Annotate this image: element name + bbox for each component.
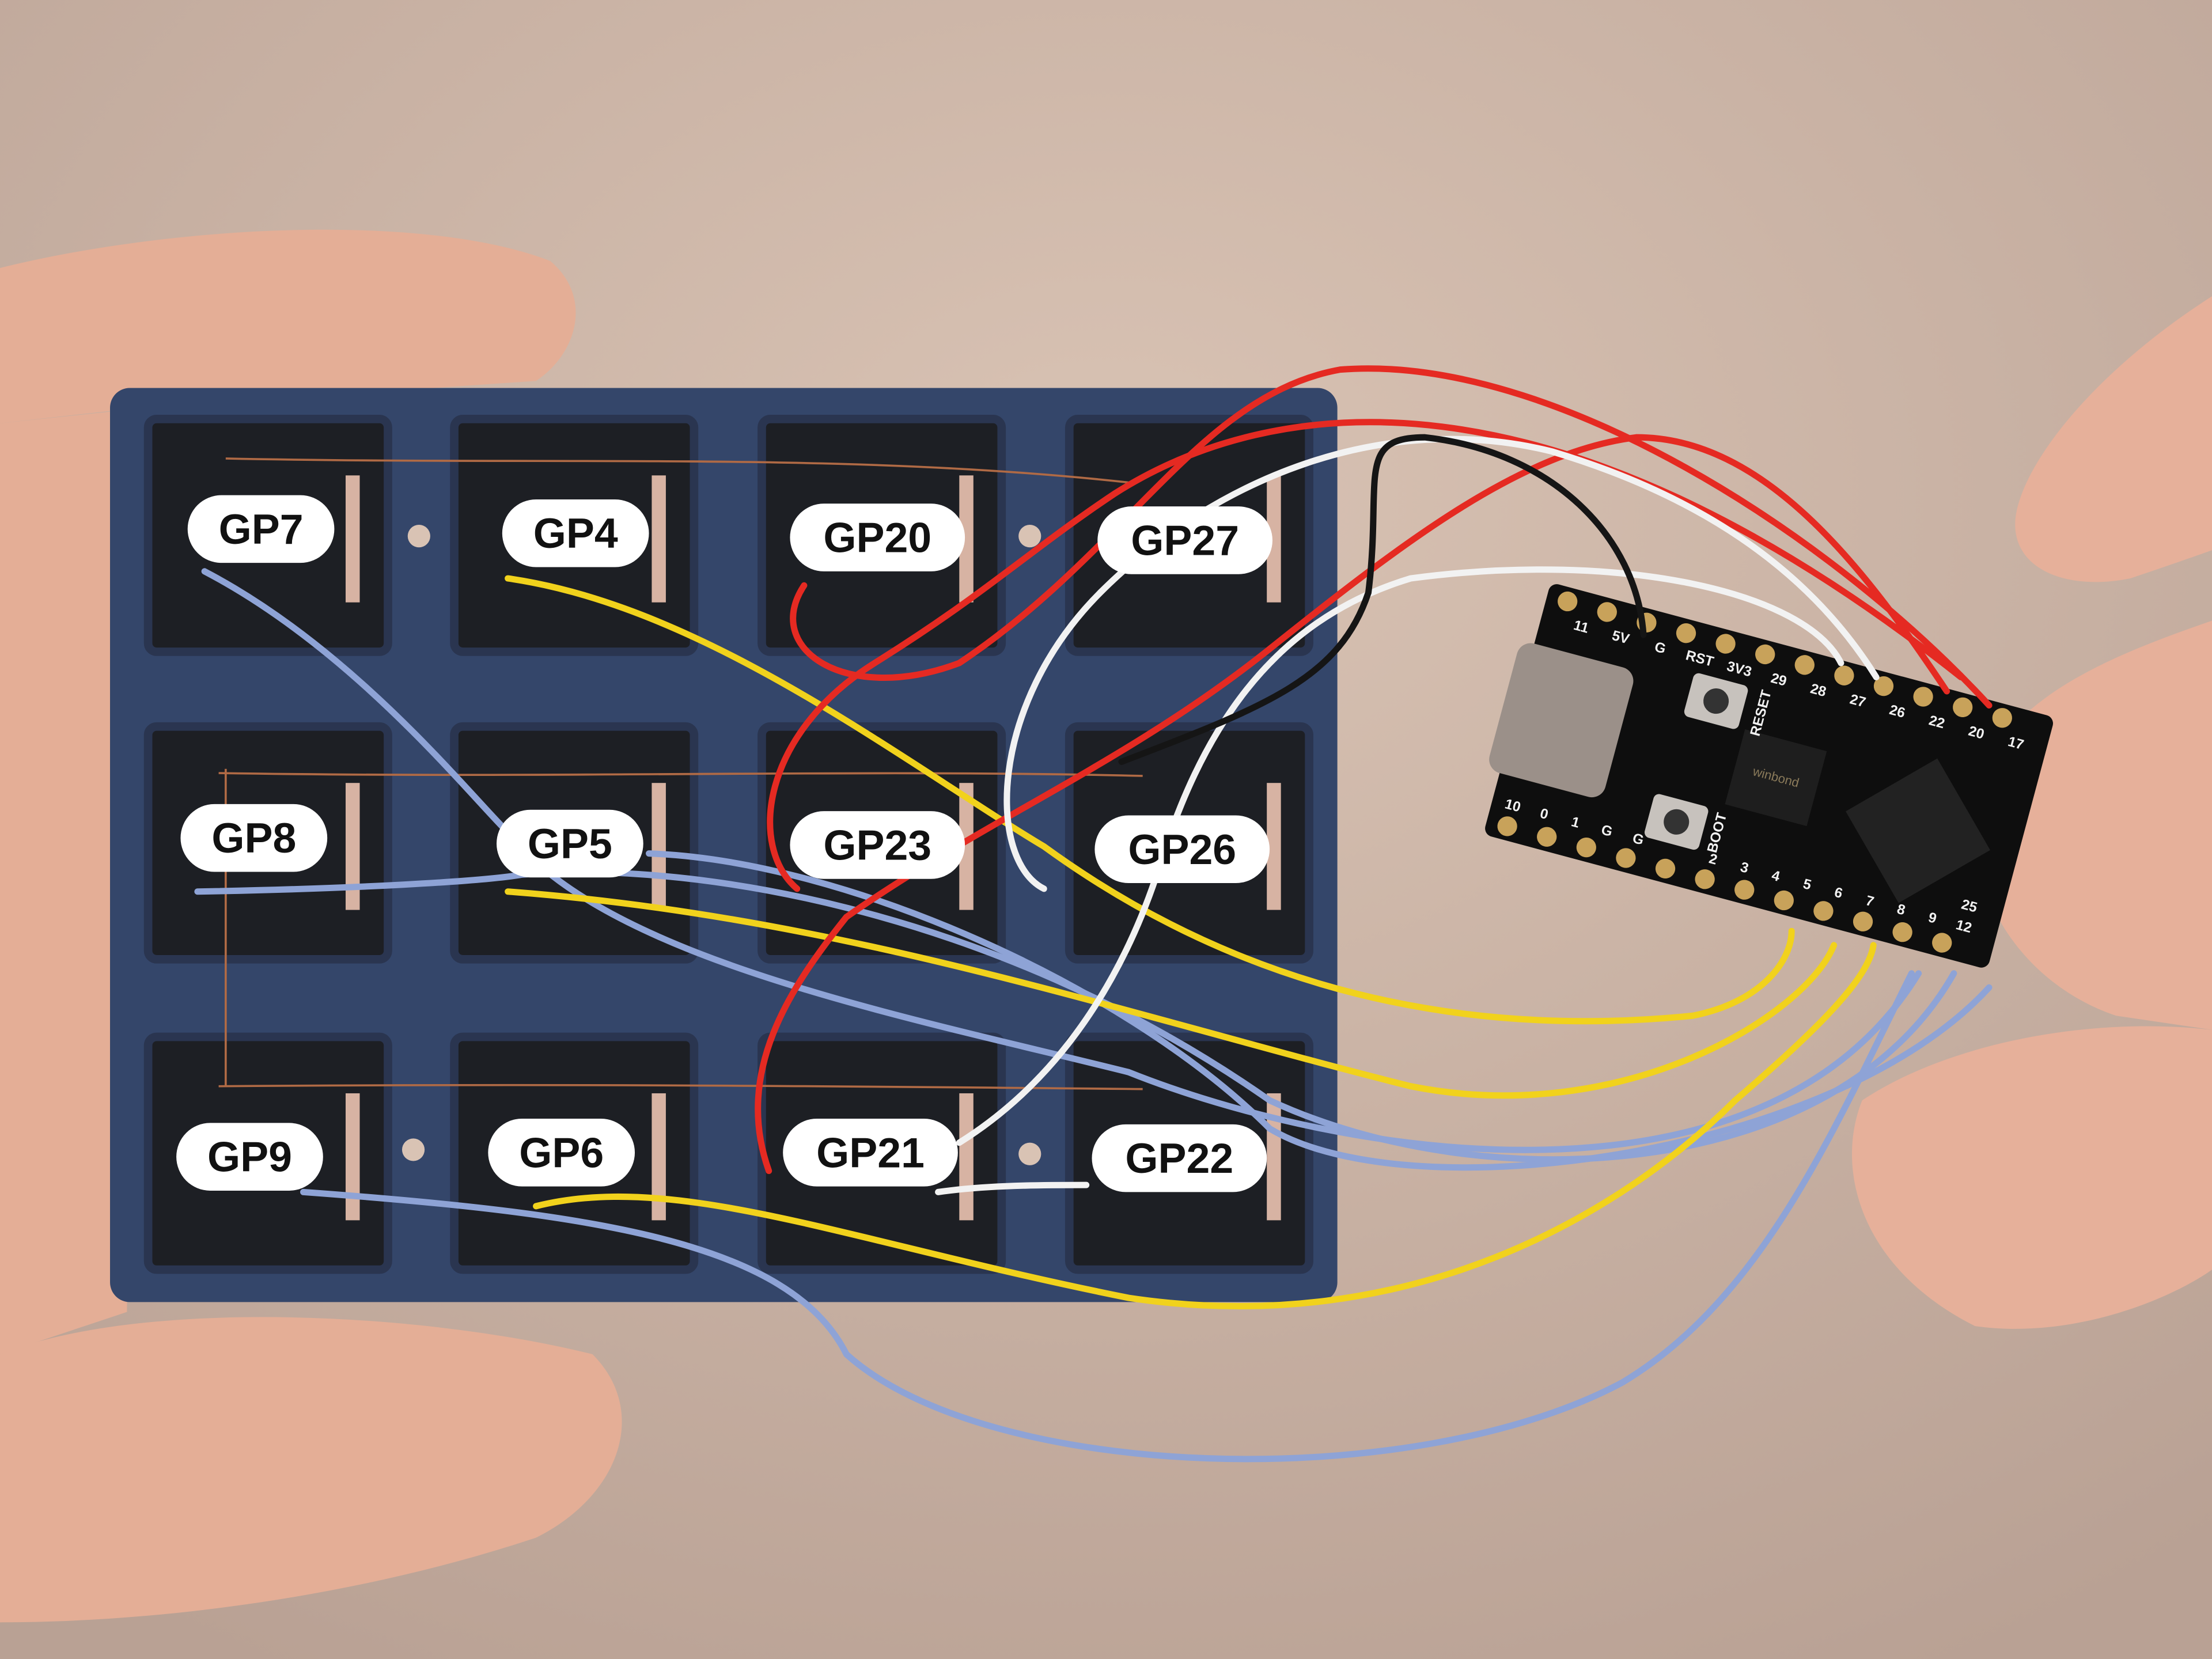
flash-chip: [1725, 729, 1827, 827]
label-gp26: GP26: [1094, 815, 1270, 884]
pin-label: 1: [1570, 814, 1581, 831]
svg-text:GP22: GP22: [1125, 1134, 1233, 1182]
yellow-wires: [505, 575, 1877, 1309]
pin-pad: [1932, 933, 1952, 953]
label-gp21: GP21: [783, 1119, 958, 1187]
pin-label: 12: [1954, 917, 1973, 936]
black-wire: [1118, 434, 1647, 765]
svg-text:GP9: GP9: [207, 1133, 292, 1181]
pin-labels: GP7 GP4 GP20 GP27 GP8 GP5 GP23 GP26 GP9 …: [176, 495, 1272, 1192]
switch-slot: [346, 783, 360, 910]
pin-label: 2: [1707, 851, 1719, 868]
blue-wires: [194, 568, 1993, 1463]
pin-pad: [1734, 880, 1755, 900]
svg-text:GP27: GP27: [1131, 516, 1239, 564]
pin-label: 6: [1832, 885, 1844, 902]
svg-text:GP23: GP23: [823, 821, 931, 869]
pin-pad: [1755, 644, 1775, 665]
pin-pad: [1992, 708, 2012, 728]
pin-pad: [1853, 911, 1873, 931]
pin-label: 9: [1927, 910, 1938, 927]
pin-pad: [1558, 591, 1578, 612]
pin-label: 0: [1538, 806, 1550, 823]
pin-pad: [1953, 697, 1973, 717]
pin-label: 22: [1927, 713, 1946, 732]
pin-label: 10: [1503, 796, 1522, 815]
pin-pad: [1576, 837, 1596, 858]
mount-hole: [1018, 1142, 1041, 1165]
pin-label: 26: [1888, 702, 1907, 721]
switch-slot: [959, 1093, 974, 1221]
label-gp22: GP22: [1092, 1124, 1267, 1192]
svg-text:GP21: GP21: [816, 1128, 925, 1176]
pin-label: 3: [1738, 859, 1750, 877]
label-gp8: GP8: [180, 804, 328, 872]
svg-text:GP5: GP5: [528, 820, 612, 868]
pin-label: 27: [1848, 692, 1867, 711]
label-gp6: GP6: [488, 1119, 635, 1187]
switch-slot: [652, 783, 666, 910]
label-gp7: GP7: [187, 495, 335, 563]
svg-text:GP26: GP26: [1128, 825, 1236, 873]
left-hand: [0, 229, 622, 1623]
pin-pad: [1892, 922, 1912, 942]
microcontroller-board: winbond 11 5V G RST 3V3 29 28 27 26 22 2…: [1485, 584, 2054, 968]
usb-c-port: [1489, 643, 1634, 798]
mount-hole: [1018, 525, 1041, 548]
pin-pad: [1873, 676, 1894, 696]
label-gp23: GP23: [790, 811, 965, 879]
pin-pad: [1774, 890, 1794, 911]
mount-hole: [402, 1138, 425, 1161]
label-gp5: GP5: [497, 809, 643, 878]
switch-slot: [346, 475, 360, 603]
label-gp20: GP20: [790, 503, 965, 571]
pin-pad: [1913, 687, 1933, 707]
pin-pad: [1537, 827, 1557, 847]
pin-label: 8: [1895, 902, 1907, 919]
pin-pad: [1715, 634, 1736, 654]
pin-pad: [1597, 602, 1617, 622]
rp2040-chip: [1846, 758, 1990, 903]
pin-pad: [1794, 655, 1815, 675]
label-gp27: GP27: [1097, 506, 1272, 574]
pin-label: 28: [1809, 681, 1828, 700]
mount-hole: [407, 525, 430, 548]
pin-pad: [1655, 858, 1676, 879]
svg-text:GP8: GP8: [211, 814, 296, 862]
pin-label: 29: [1769, 671, 1788, 690]
pin-label: 5: [1801, 876, 1813, 893]
switch-slot: [652, 475, 666, 603]
pin-pad: [1676, 623, 1696, 643]
wires: [194, 365, 1993, 1463]
switch-slot: [346, 1093, 360, 1221]
pin-pad: [1813, 901, 1834, 921]
svg-text:GP6: GP6: [519, 1128, 604, 1176]
pin-label: 20: [1967, 724, 1986, 743]
pin-pad: [1834, 665, 1854, 685]
svg-text:GP7: GP7: [219, 505, 304, 553]
pin-pad: [1497, 816, 1517, 836]
label-gp4: GP4: [502, 499, 649, 567]
svg-text:GP4: GP4: [533, 509, 618, 557]
pin-pad: [1616, 848, 1636, 868]
pin-pad: [1695, 869, 1715, 889]
switch-slot: [1267, 1093, 1281, 1221]
label-gp9: GP9: [176, 1123, 323, 1191]
pin-label: 25: [1960, 897, 1979, 916]
white-wires: [935, 435, 1880, 1195]
svg-text:GP20: GP20: [823, 514, 931, 562]
pin-label: 7: [1864, 893, 1876, 910]
pin-label: 17: [2006, 734, 2025, 753]
